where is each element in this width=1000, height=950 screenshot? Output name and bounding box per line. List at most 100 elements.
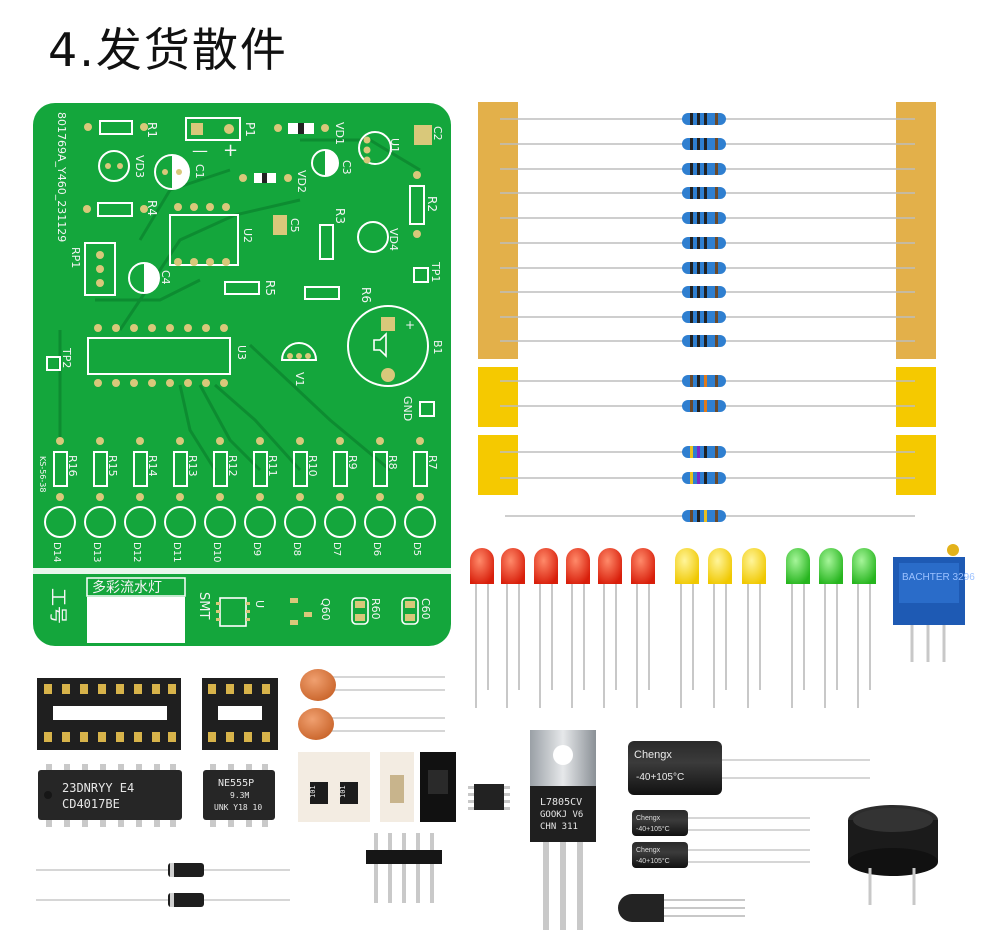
- label-d11: D11: [171, 542, 182, 562]
- smd-transistor-tape: [420, 752, 456, 822]
- voltage-regulator-to220: L7805CV GOOKJ V6 CHN 311: [530, 730, 596, 930]
- pcb-title: 多彩流水灯: [92, 579, 162, 596]
- cap-small1-brand: Chengx: [636, 815, 661, 822]
- electrolytic-capacitor-large: Chengx -40+105°C: [628, 741, 870, 795]
- label-r14: R14: [146, 455, 159, 477]
- regulator-line1: L7805CV: [540, 797, 582, 808]
- ic-cd4017: 23DNRYY E4 CD4017BE: [38, 764, 182, 827]
- label-v1: V1: [293, 372, 306, 387]
- led-red-group: [470, 548, 655, 584]
- label-r8: R8: [386, 455, 399, 470]
- pin-header-5pin: [366, 833, 442, 903]
- label-d6: D6: [371, 542, 382, 556]
- ne555-line3: UNK Y18 10: [214, 803, 262, 812]
- led-row: [470, 548, 876, 708]
- label-tp2: TP2: [60, 347, 73, 368]
- ic-socket-16pin: [37, 678, 181, 750]
- label-u3: U3: [235, 345, 248, 360]
- label-u2: U2: [241, 228, 254, 243]
- label-vd1: VD1: [333, 122, 346, 145]
- label-vd4: VD4: [387, 228, 400, 251]
- label-u: U: [253, 600, 266, 608]
- cd4017-line2: CD4017BE: [62, 797, 120, 811]
- label-smt: SMT: [196, 592, 211, 619]
- pcb-footprint-u2: [169, 214, 239, 266]
- smd-ic-soic8: [468, 784, 510, 810]
- label-r60: R60: [369, 598, 382, 620]
- label-q60: Q60: [319, 598, 332, 621]
- electrolytic-capacitor-small-1: Chengx -40+105°C: [632, 810, 810, 836]
- label-gnd: GND: [401, 396, 414, 421]
- transistor-to92: [618, 894, 745, 922]
- label-r13: R13: [186, 455, 199, 477]
- smd-resistor-tape: 101 101: [298, 752, 370, 822]
- cap-small2-rating: -40+105°C: [636, 857, 670, 865]
- label-p1-plus: +: [223, 140, 238, 161]
- label-r10: R10: [306, 455, 319, 477]
- label-tp1: TP1: [429, 261, 442, 282]
- label-u1: U1: [388, 138, 401, 153]
- pcb-resistor-row: R16 D14 R15 D13 R14 D12 R13: [44, 437, 439, 562]
- pcb-traces: [58, 138, 421, 472]
- regulator-line2: GOOKJ V6: [540, 810, 583, 820]
- electrolytic-capacitor-small-2: Chengx -40+105°C: [632, 842, 810, 868]
- label-r7: R7: [426, 455, 439, 470]
- ne555-line2: 9.3M: [230, 791, 249, 800]
- label-r15: R15: [106, 455, 119, 477]
- trimmer-potentiometer: BACHTER 3296: [893, 544, 975, 662]
- buzzer: [848, 805, 938, 905]
- label-r6: R6: [359, 287, 373, 303]
- pcb-footprint-r1: [99, 120, 133, 135]
- label-p1: P1: [243, 122, 257, 137]
- pcb-board: 801769A_Y460_231129 KS-56-38 R1 P1 — + V…: [33, 103, 451, 646]
- resistor-bodies: [682, 113, 726, 522]
- smd-r2-marking: 101: [339, 785, 347, 798]
- led-yellow-group: [675, 548, 766, 584]
- label-vd2: VD2: [295, 170, 308, 193]
- pcb-blank-label-area: [87, 597, 185, 643]
- label-d9: D9: [251, 542, 262, 556]
- ne555-line1: NE555P: [218, 778, 254, 789]
- label-r1: R1: [145, 122, 159, 138]
- ic-ne555: NE555P 9.3M UNK Y18 10: [203, 764, 275, 827]
- regulator-line3: CHN 311: [540, 822, 578, 832]
- label-rp1: RP1: [69, 247, 82, 268]
- label-r16: R16: [66, 455, 79, 477]
- ic-socket-8pin: [202, 678, 278, 750]
- trimmer-marking: BACHTER 3296: [902, 572, 975, 583]
- led-green-group: [786, 548, 876, 584]
- page-heading: 4.发货散件: [48, 23, 288, 77]
- diodes: [36, 863, 290, 907]
- label-c1: C1: [193, 164, 206, 179]
- pcb-footprint-u3: [87, 337, 231, 375]
- label-r2: R2: [425, 196, 439, 212]
- label-d5: D5: [411, 542, 422, 556]
- label-vd3: VD3: [133, 155, 146, 178]
- label-d13: D13: [91, 542, 102, 562]
- label-b1-plus: +: [405, 318, 415, 332]
- resistor-tape-group: [478, 102, 936, 522]
- cap-large-brand: Chengx: [634, 749, 672, 761]
- label-c60: C60: [419, 598, 432, 620]
- cd4017-line1: 23DNRYY E4: [62, 781, 134, 795]
- tape-left-paper: [478, 102, 518, 359]
- label-r11: R11: [266, 455, 279, 477]
- label-r9: R9: [346, 455, 359, 470]
- pcb-footprint-buzzer: [347, 305, 429, 387]
- label-d12: D12: [131, 542, 142, 562]
- label-b1: B1: [431, 340, 444, 355]
- label-r12: R12: [226, 455, 239, 477]
- label-c3: C3: [340, 160, 353, 175]
- led-leads: [475, 582, 871, 708]
- pcb-designer: 工号: [47, 588, 68, 624]
- label-d14: D14: [51, 542, 62, 562]
- pcb-batch-code: 801769A_Y460_231129: [55, 112, 68, 242]
- label-c2: C2: [431, 126, 444, 141]
- label-r4: R4: [145, 200, 159, 216]
- label-d8: D8: [291, 542, 302, 556]
- ceramic-capacitors: [298, 669, 445, 740]
- cap-small1-rating: -40+105°C: [636, 825, 670, 833]
- label-d7: D7: [331, 542, 342, 556]
- smd-r1-marking: 101: [309, 785, 317, 798]
